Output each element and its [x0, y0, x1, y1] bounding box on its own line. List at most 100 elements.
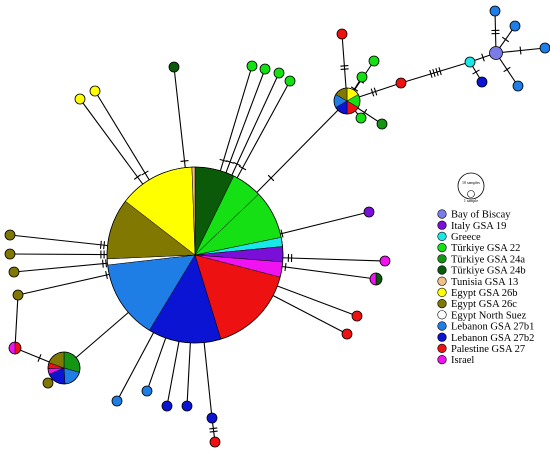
scale-large-label: 10 samples — [462, 180, 480, 185]
haplotype-node — [273, 67, 285, 79]
mutation-tick — [432, 68, 436, 77]
pie-slice-israel — [379, 255, 391, 267]
mutation-tick — [284, 262, 287, 272]
legend-label-egypt-gsa-26c: Egypt GSA 26c — [451, 299, 517, 310]
scale-circle-small — [467, 190, 475, 198]
mutation-tick — [435, 68, 439, 77]
legend-swatch-turkiye-gsa-24b — [437, 265, 447, 275]
haplotype-node — [476, 76, 488, 88]
mutation-tick — [238, 165, 247, 171]
pie-slice-lebanon-gsa-27b1 — [509, 20, 521, 32]
pie-slice-italy-gsa-19 — [363, 206, 375, 218]
mutation-tick — [373, 87, 378, 96]
pie-slice-lebanon-gsa-27b1 — [111, 395, 123, 407]
mutation-tick — [37, 354, 42, 362]
node-b-pie — [47, 351, 81, 385]
legend-swatch-turkiye-gsa-24a — [437, 254, 447, 264]
haplotype-node — [246, 60, 258, 72]
network-edge — [494, 10, 497, 54]
pie-slice-egypt-gsa-26b — [89, 85, 101, 97]
legend-swatch-italy-gsa-19 — [437, 220, 447, 230]
scale-circle-large — [457, 172, 485, 200]
haplotype-node — [181, 400, 193, 412]
pie-slice-greece — [464, 56, 476, 68]
legend-swatch-palestine-gsa-27 — [437, 343, 447, 354]
legend-label-greece: Greece — [451, 232, 481, 243]
legend-swatch-egypt-gsa-26b — [437, 287, 447, 298]
pie-slice-israel — [8, 341, 16, 355]
mutation-tick — [103, 241, 106, 250]
legend-label-italy-gsa-19: Italy GSA 19 — [451, 221, 506, 232]
node-c-pie — [369, 272, 383, 286]
pie-slice-lebanon-gsa-27b2 — [476, 76, 488, 88]
haplotype-node — [512, 80, 524, 92]
legend-label-palestine-gsa-27: Palestine GSA 27 — [451, 344, 525, 355]
pie-slice-turkiye-gsa-24a — [376, 118, 388, 130]
pie-slice-egypt-gsa-26b — [74, 93, 86, 105]
haplotype-node — [12, 289, 24, 301]
node-a-pie — [333, 87, 361, 115]
pie-slice-palestine-gsa-27 — [14, 341, 22, 355]
legend-swatch-israel — [437, 355, 447, 365]
haplotype-node — [168, 61, 180, 73]
haplotype-node — [395, 77, 407, 89]
legend-swatch-greece — [437, 231, 447, 241]
central-haplotype-pie — [106, 166, 284, 344]
haplotype-node — [539, 42, 550, 54]
haplotype-node — [363, 206, 375, 218]
mutation-tick — [209, 427, 218, 430]
mutation-tick — [340, 65, 349, 67]
network-nodes — [4, 5, 550, 448]
pie-slice-egypt-gsa-26c — [42, 377, 54, 389]
pie-outline — [369, 272, 383, 286]
mutation-tick — [519, 46, 522, 55]
haplotype-node — [341, 328, 353, 340]
pie-slice-lebanon-gsa-27b2 — [181, 400, 193, 412]
haplotype-node — [111, 395, 123, 407]
pie-slice-turkiye-gsa-24b — [168, 61, 180, 73]
legend-label-turkiye-gsa-24a: Türkiye GSA 24a — [451, 254, 525, 265]
pie-slice-lebanon-gsa-27b1 — [539, 42, 550, 54]
bay-of-biscay-node — [489, 46, 503, 60]
legend-label-turkiye-gsa-22: Türkiye GSA 22 — [451, 243, 520, 254]
mutation-tick — [472, 69, 480, 75]
haplotype-node — [4, 229, 16, 241]
scale-indicator: 10 samples 1 sample — [457, 172, 485, 203]
pie-slice-palestine-gsa-27 — [351, 310, 363, 322]
haplotype-node — [141, 385, 153, 397]
haplotype-node — [376, 118, 388, 130]
legend-label-egypt-gsa-26b: Egypt GSA 26b — [451, 288, 518, 299]
mutation-tick — [180, 160, 189, 162]
haplotype-node — [509, 20, 521, 32]
mutation-tick — [99, 240, 102, 249]
legend-label-tunisia-gsa-13: Tunisia GSA 13 — [451, 277, 518, 288]
haplotype-node — [368, 55, 380, 67]
pie-slice-bay-of-biscay — [489, 46, 503, 60]
mutation-tick — [438, 67, 442, 76]
pie-slice-lebanon-gsa-27b2 — [161, 400, 173, 412]
haplotype-node — [336, 28, 348, 40]
pie-slice-turkiye-gsa-22 — [368, 55, 380, 67]
legend-swatch-turkiye-gsa-22 — [437, 243, 447, 253]
legend-label-lebanon-gsa-27b1: Lebanon GSA 27b1 — [451, 322, 534, 333]
pie-slice-israel — [369, 272, 377, 286]
mutation-tick — [233, 161, 241, 167]
haplotype-node — [464, 56, 476, 68]
node-a-to-greece-edge — [400, 61, 471, 84]
legend-label-israel: Israel — [451, 355, 474, 366]
node-d-pie — [8, 341, 22, 355]
pie-slice-lebanon-gsa-27b2 — [206, 412, 218, 424]
pie-slice-turkiye-gsa-22 — [246, 60, 258, 72]
mutation-tick — [209, 430, 218, 433]
pie-slice-palestine-gsa-27 — [341, 328, 353, 340]
mutation-tick — [267, 174, 275, 182]
pie-slice-turkiye-gsa-22 — [356, 71, 368, 83]
haplotype-node — [259, 63, 271, 75]
pie-slice-palestine-gsa-27 — [395, 77, 407, 89]
network-edge — [14, 294, 19, 349]
pie-outline — [333, 87, 361, 115]
haplotype-node — [42, 377, 54, 389]
legend-swatch-lebanon-gsa-27b1 — [437, 321, 447, 331]
legend-label-bay-of-biscay: Bay of Biscay — [451, 210, 511, 221]
